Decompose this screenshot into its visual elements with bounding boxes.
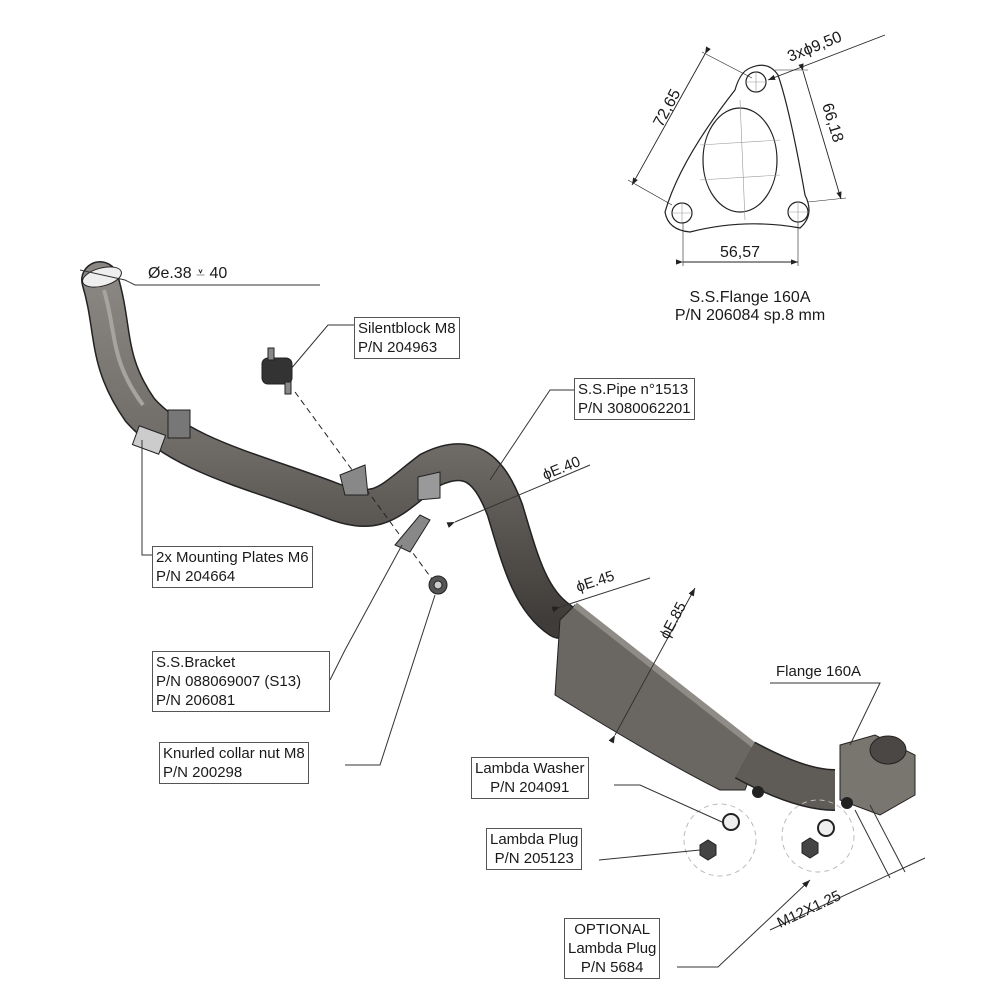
dimension-e45: ϕE.45 xyxy=(574,568,617,596)
bracket xyxy=(394,514,431,553)
callout-part-number: P/N 200298 xyxy=(163,764,243,781)
callout-part-number: P/N 206081 xyxy=(156,692,236,709)
callout-flange: Flange 160A xyxy=(776,663,862,680)
mounting-plate xyxy=(131,425,167,455)
callout-part-number: P/N 204091 xyxy=(490,779,570,796)
callout-note: OPTIONAL xyxy=(574,921,651,938)
callout-part-number: P/N 205123 xyxy=(494,850,574,867)
lambda-washer xyxy=(722,813,740,831)
flange-port xyxy=(702,107,778,213)
callout-name: S.S.Bracket xyxy=(156,654,236,671)
callout-bracket: S.S.Bracket P/N 088069007 (S13) P/N 2060… xyxy=(152,651,330,712)
callout-name: Silentblock M8 xyxy=(358,320,456,337)
thread-dimension: M12X1.25 xyxy=(775,887,844,931)
lambda-plug xyxy=(699,839,717,861)
flange-drawing xyxy=(627,34,886,266)
callout-name: Knurled collar nut M8 xyxy=(163,745,305,762)
callout-name: Lambda Plug xyxy=(490,831,579,848)
leader-lines xyxy=(79,269,926,968)
side-dimension-right: 66,18 xyxy=(818,101,846,144)
bottom-dimension: 56,57 xyxy=(720,244,760,261)
dimension-e40: ϕE.40 xyxy=(540,453,583,483)
silentblock xyxy=(261,357,293,385)
pipe-clamp xyxy=(167,409,191,439)
callout-lambda-plug: Lambda Plug P/N 205123 xyxy=(486,828,583,870)
dimension-e85: ϕE.85 xyxy=(657,599,690,642)
callout-name: Lambda Washer xyxy=(475,760,585,777)
hole-dimension: 3xϕ9,50 xyxy=(785,29,844,66)
callout-pipe: S.S.Pipe n°1513 P/N 3080062201 xyxy=(574,378,695,420)
exhaust-pipe xyxy=(81,261,916,816)
mounting-tab xyxy=(339,464,369,496)
callout-part-number: P/N 204664 xyxy=(156,568,236,585)
callout-part-number: P/N 3080062201 xyxy=(578,400,691,417)
callout-knurled-nut: Knurled collar nut M8 P/N 200298 xyxy=(159,742,309,784)
callout-part-number: P/N 088069007 (S13) xyxy=(156,673,302,690)
flange-part-number: P/N 206084 sp.8 mm xyxy=(675,307,825,324)
callout-mounting-plates: 2x Mounting Plates M6 P/N 204664 xyxy=(152,546,313,588)
callout-lambda-washer: Lambda Washer P/N 204091 xyxy=(471,757,589,799)
flange-title: S.S.Flange 160A xyxy=(690,289,811,306)
side-dimension-left: 72,65 xyxy=(651,86,685,129)
callout-optional-lambda-plug: OPTIONAL Lambda Plug P/N 5684 xyxy=(564,918,661,979)
inlet-dimension: Øe.38 ⩡ 40 xyxy=(148,265,227,282)
callout-name: S.S.Pipe n°1513 xyxy=(578,381,689,398)
callout-part-number: P/N 5684 xyxy=(580,959,644,976)
pipe-inlet xyxy=(82,266,122,288)
callout-name: Lambda Plug xyxy=(568,940,657,957)
small-parts xyxy=(131,347,855,877)
callout-part-number: P/N 204963 xyxy=(358,339,438,356)
callout-name: 2x Mounting Plates M6 xyxy=(156,549,309,566)
flange-outline xyxy=(664,64,810,233)
callout-silentblock: Silentblock M8 P/N 204963 xyxy=(354,317,460,359)
